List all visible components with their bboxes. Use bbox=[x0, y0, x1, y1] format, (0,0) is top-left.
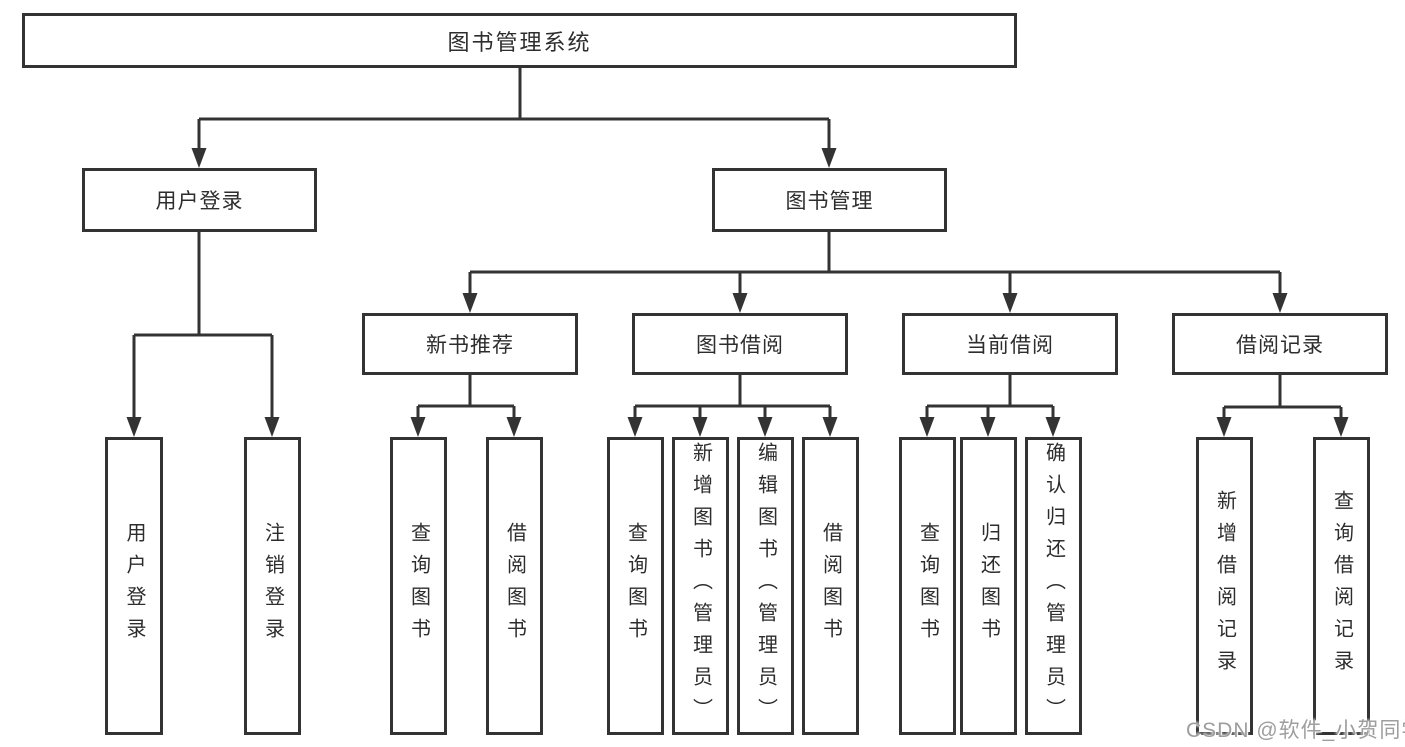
leaf-borrow-query-books: 查询图书 bbox=[607, 437, 664, 735]
connector-borrow-records-children bbox=[1222, 375, 1343, 420]
node-book-mgmt-label: 图书管理 bbox=[785, 190, 874, 213]
node-root-label: 图书管理系统 bbox=[447, 29, 592, 55]
node-user-login: 用户登录 bbox=[82, 168, 317, 232]
connector-book-borrow-children bbox=[633, 375, 832, 420]
csdn-watermark: CSDN @软件_小贺同学 bbox=[1186, 719, 1405, 742]
node-borrow-records-label: 借阅记录 bbox=[1236, 334, 1324, 357]
leaf-borrow-borrow-books-label: 借阅图书 bbox=[819, 522, 842, 650]
node-borrow-records: 借阅记录 bbox=[1172, 313, 1388, 375]
arrowheads bbox=[126, 148, 1349, 437]
leaf-logout-label: 注销登录 bbox=[261, 522, 284, 650]
leaf-borrow-borrow-books: 借阅图书 bbox=[802, 437, 859, 735]
node-book-mgmt: 图书管理 bbox=[712, 168, 947, 232]
leaf-current-confirm-return-admin-label: 确认归还（管理员） bbox=[1042, 442, 1065, 730]
node-new-book-rec-label: 新书推荐 bbox=[426, 334, 514, 357]
leaf-borrow-edit-books-admin-label: 编辑图书（管理员） bbox=[754, 442, 777, 730]
node-book-borrow: 图书借阅 bbox=[632, 313, 848, 375]
leaf-borrow-edit-books-admin: 编辑图书（管理员） bbox=[737, 437, 794, 735]
leaf-current-return-books: 归还图书 bbox=[960, 437, 1017, 735]
leaf-records-query-record: 查询借阅记录 bbox=[1313, 437, 1370, 735]
node-current-borrow: 当前借阅 bbox=[902, 313, 1118, 375]
leaf-logout: 注销登录 bbox=[244, 437, 301, 735]
leaf-new-rec-borrow-books: 借阅图书 bbox=[486, 437, 543, 735]
leaf-records-add-record: 新增借阅记录 bbox=[1196, 437, 1253, 735]
node-root: 图书管理系统 bbox=[22, 13, 1017, 68]
leaf-current-query-books-label: 查询图书 bbox=[916, 522, 939, 650]
leaf-user-login-label: 用户登录 bbox=[123, 522, 145, 650]
connector-new-rec-children bbox=[416, 375, 516, 420]
node-current-borrow-label: 当前借阅 bbox=[966, 334, 1054, 357]
node-new-book-rec: 新书推荐 bbox=[362, 313, 578, 375]
leaf-records-query-record-label: 查询借阅记录 bbox=[1330, 490, 1353, 682]
connector-current-borrow-children bbox=[925, 375, 1055, 420]
leaf-current-return-books-label: 归还图书 bbox=[977, 522, 1000, 650]
leaf-new-rec-borrow-books-label: 借阅图书 bbox=[503, 522, 526, 650]
leaf-current-confirm-return-admin: 确认归还（管理员） bbox=[1025, 437, 1082, 735]
node-book-borrow-label: 图书借阅 bbox=[696, 334, 784, 357]
leaf-new-rec-query-books: 查询图书 bbox=[390, 437, 447, 735]
leaf-records-add-record-label: 新增借阅记录 bbox=[1213, 490, 1236, 682]
leaf-borrow-query-books-label: 查询图书 bbox=[624, 522, 647, 650]
node-user-login-label: 用户登录 bbox=[155, 190, 244, 213]
connector-book-mgmt-to-level2 bbox=[468, 232, 1282, 296]
connector-root-to-level1 bbox=[197, 68, 831, 150]
connector-user-login-children bbox=[132, 232, 274, 420]
leaf-borrow-add-books-admin-label: 新增图书（管理员） bbox=[689, 442, 712, 730]
leaf-new-rec-query-books-label: 查询图书 bbox=[407, 522, 430, 650]
leaf-current-query-books: 查询图书 bbox=[899, 437, 956, 735]
leaf-borrow-add-books-admin: 新增图书（管理员） bbox=[672, 437, 729, 735]
leaf-user-login: 用户登录 bbox=[105, 437, 163, 735]
